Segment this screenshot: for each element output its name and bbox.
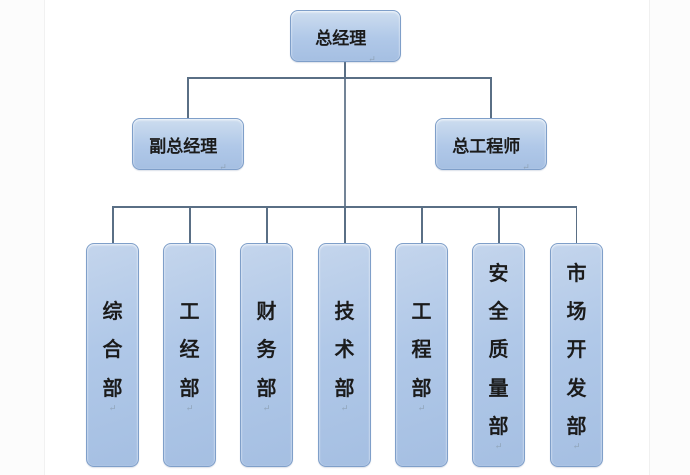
node-label: 综合部 xyxy=(102,300,123,400)
paragraph-mark: ↵ xyxy=(108,403,117,414)
connector-dept-drop xyxy=(498,206,500,244)
node-dept-technology: 技术部 ↵ xyxy=(318,243,371,467)
node-label: 财务部 xyxy=(256,300,277,400)
node-label: 工程部 xyxy=(411,300,432,400)
paragraph-mark: ↵ xyxy=(417,403,426,414)
node-dept-safety-quality: 安全质量部 ↵ xyxy=(472,243,525,467)
node-label: 工经部 xyxy=(179,300,200,400)
node-label: 技术部 xyxy=(334,300,355,400)
paragraph-mark: ↵ xyxy=(262,403,271,414)
paragraph-mark: ↵ xyxy=(219,162,227,172)
paragraph-mark: ↵ xyxy=(572,441,581,452)
connector-dept-drop xyxy=(421,206,423,244)
paragraph-mark: ↵ xyxy=(494,441,503,452)
paragraph-mark: ↵ xyxy=(522,162,530,172)
connector-dept-drop xyxy=(189,206,191,244)
connector-dept-drop xyxy=(112,206,114,244)
connector-dept-drop xyxy=(344,206,346,244)
node-label: 总工程师 xyxy=(452,136,521,156)
connector-deputy-drop xyxy=(187,77,189,119)
connector-chief-drop xyxy=(490,77,492,119)
node-label: 副总经理 xyxy=(149,136,218,156)
paragraph-mark: ↵ xyxy=(368,54,376,64)
connector-dept-drop xyxy=(266,206,268,244)
connector-root-stem xyxy=(344,62,346,77)
connector-center-stem xyxy=(344,77,346,207)
node-dept-finance: 财务部 ↵ xyxy=(240,243,293,467)
page-margin-left xyxy=(0,0,45,475)
node-dept-market-development: 市场开发部 ↵ xyxy=(550,243,603,467)
connector-level2-bar xyxy=(187,77,492,79)
connector-dept-drop xyxy=(575,206,577,244)
node-chief-engineer: 总工程师↵ xyxy=(435,118,547,172)
node-deputy-general-manager: 副总经理↵ xyxy=(132,118,244,172)
node-dept-comprehensive: 综合部 ↵ xyxy=(86,243,139,467)
node-general-manager: 总经理↵ xyxy=(290,10,401,64)
node-dept-engineering: 工程部 ↵ xyxy=(395,243,448,467)
paragraph-mark: ↵ xyxy=(185,403,194,414)
paragraph-mark: ↵ xyxy=(340,403,349,414)
node-dept-engineering-economics: 工经部 ↵ xyxy=(163,243,216,467)
node-label: 总经理 xyxy=(315,28,367,48)
node-label: 市场开发部 xyxy=(566,262,587,439)
node-label: 安全质量部 xyxy=(488,262,509,439)
page-margin-right xyxy=(649,0,690,475)
